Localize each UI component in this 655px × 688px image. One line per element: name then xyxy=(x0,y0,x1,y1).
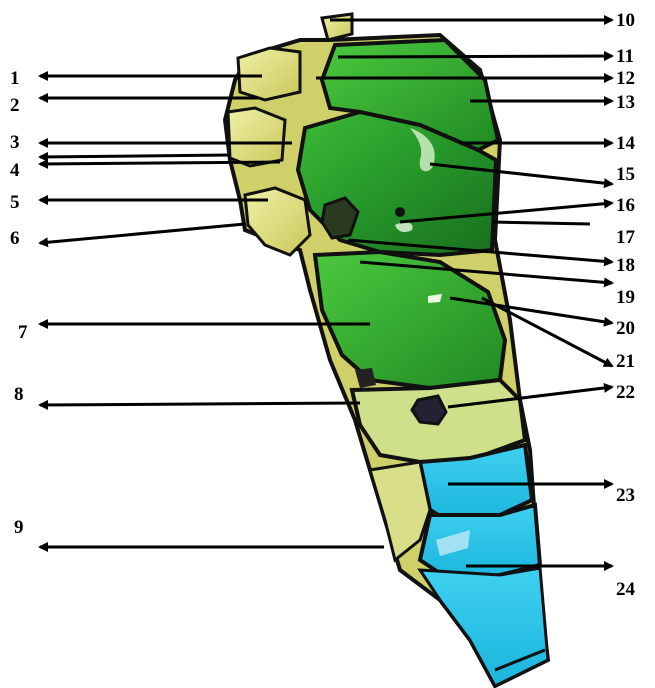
label-12: 12 xyxy=(616,68,635,89)
arrow-6 xyxy=(40,224,245,243)
label-15: 15 xyxy=(616,164,635,185)
label-7: 7 xyxy=(18,322,28,343)
label-1: 1 xyxy=(10,68,20,89)
label-11: 11 xyxy=(616,46,634,67)
spiracle-dot xyxy=(395,207,405,217)
label-13: 13 xyxy=(616,92,635,113)
label-9: 9 xyxy=(14,517,24,538)
upper-yellow-sclerite xyxy=(238,48,300,100)
arrow-8 xyxy=(40,403,360,405)
label-19: 19 xyxy=(616,287,635,308)
label-14: 14 xyxy=(616,133,636,154)
label-20: 20 xyxy=(616,318,635,339)
label-17: 17 xyxy=(616,227,636,248)
label-22: 22 xyxy=(616,382,635,403)
label-6: 6 xyxy=(10,228,20,249)
right-number-labels: 10 11 12 13 14 15 16 17 18 19 20 21 22 2… xyxy=(616,10,636,600)
mid-yellow-sclerite xyxy=(228,108,285,166)
left-number-labels: 1 2 3 4 5 6 7 8 9 xyxy=(10,68,28,538)
arrow-4b xyxy=(40,162,280,164)
label-18: 18 xyxy=(616,255,635,276)
dark-node xyxy=(322,198,358,238)
label-5: 5 xyxy=(10,192,20,213)
label-8: 8 xyxy=(14,384,24,405)
head-cap xyxy=(322,14,352,40)
label-10: 10 xyxy=(616,10,635,31)
label-16: 16 xyxy=(616,195,635,216)
lower-yellow-sclerite xyxy=(245,188,310,255)
dark-knob xyxy=(412,396,446,424)
label-4: 4 xyxy=(10,160,20,181)
label-21: 21 xyxy=(616,351,635,372)
label-23: 23 xyxy=(616,485,635,506)
arrow-4a xyxy=(40,155,230,157)
specimen-body xyxy=(225,14,548,686)
arrow-17 xyxy=(492,222,590,224)
label-2: 2 xyxy=(10,95,20,116)
blue-tail xyxy=(420,568,548,686)
arrow-11 xyxy=(338,56,612,57)
label-24: 24 xyxy=(616,579,636,600)
label-3: 3 xyxy=(10,132,20,153)
